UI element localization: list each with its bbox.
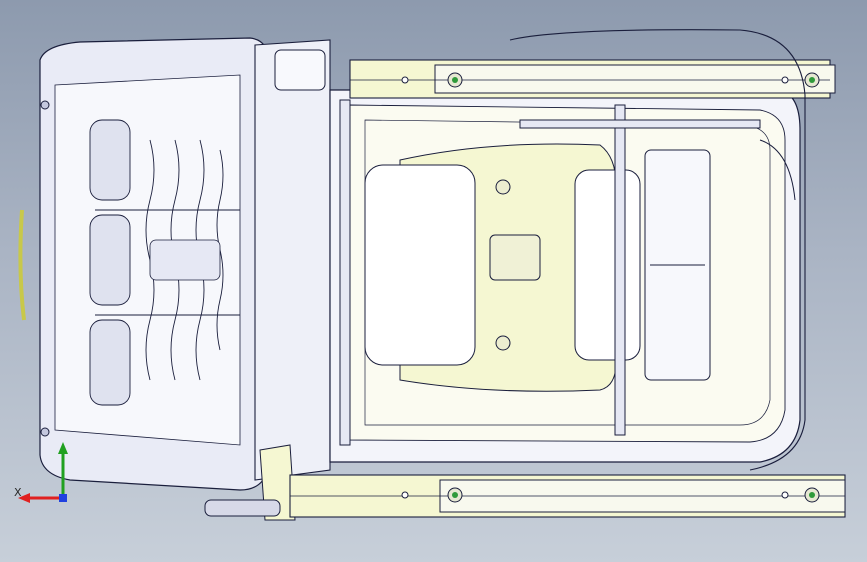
axis-triad: X [14, 442, 68, 503]
slide-rail-top [349, 59, 836, 99]
x-axis-label: X [14, 486, 22, 499]
rear-shroud [509, 29, 806, 471]
seat-backrest [18, 37, 269, 491]
seat-pan [364, 143, 711, 392]
cross-tubes [339, 99, 761, 446]
z-axis-icon [59, 494, 67, 502]
y-axis-arrow-icon [58, 442, 68, 454]
x-axis-arrow-icon [18, 493, 30, 503]
recliner-hinge [254, 39, 331, 521]
slide-rail-bottom [204, 474, 846, 518]
